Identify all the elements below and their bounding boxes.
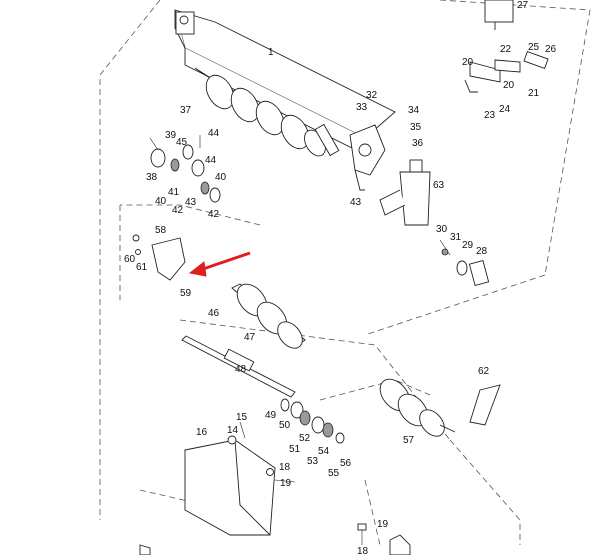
callout-35: 35	[410, 122, 422, 133]
callout-1: 1	[268, 47, 274, 58]
callout-21: 21	[528, 88, 540, 99]
callout-20a: 20	[462, 57, 474, 68]
callout-43a: 43	[185, 197, 197, 208]
guard-plate	[132, 234, 186, 281]
callout-49: 49	[265, 410, 277, 421]
callout-33: 33	[356, 102, 368, 113]
callout-34: 34	[408, 105, 420, 116]
callout-25: 25	[528, 42, 540, 53]
callout-29: 29	[462, 240, 474, 251]
callout-58: 58	[155, 225, 167, 236]
callout-60: 60	[124, 254, 136, 265]
vertical-spout	[379, 159, 431, 226]
callout-63: 63	[433, 180, 445, 191]
callout-24: 24	[499, 104, 511, 115]
callout-19b: 19	[377, 519, 389, 530]
upper-auger	[194, 67, 340, 157]
callout-55: 55	[328, 468, 340, 479]
callout-42a: 42	[172, 205, 184, 216]
callout-27: 27	[517, 0, 529, 11]
callout-42b: 42	[208, 209, 220, 220]
callout-47: 47	[244, 332, 256, 343]
callout-30: 30	[436, 224, 448, 235]
callout-62: 62	[478, 366, 490, 377]
callout-59: 59	[180, 288, 192, 299]
callout-45: 45	[176, 137, 188, 148]
callout-18a: 18	[279, 462, 291, 473]
outlet-auger	[379, 378, 501, 437]
callout-57: 57	[403, 435, 415, 446]
callout-22: 22	[500, 44, 512, 55]
callout-43b: 43	[350, 197, 362, 208]
callout-39: 39	[165, 130, 177, 141]
callout-52: 52	[299, 433, 311, 444]
shaft-collar-parts	[439, 239, 490, 286]
callout-37: 37	[180, 105, 192, 116]
auger-housing	[174, 9, 396, 153]
callout-16: 16	[196, 427, 208, 438]
callout-44a: 44	[208, 128, 220, 139]
callout-44b: 44	[205, 155, 217, 166]
gearbox-bracket	[349, 124, 386, 191]
callout-40a: 40	[215, 172, 227, 183]
callout-23: 23	[484, 110, 496, 121]
callout-51: 51	[289, 444, 301, 455]
mount-bracket	[184, 421, 296, 536]
callout-50: 50	[279, 420, 291, 431]
callout-32: 32	[366, 90, 378, 101]
callout-labels: 27 1 22 25 26 20 20 21 23 24 32 33 34 35…	[124, 0, 557, 555]
callout-18b: 18	[357, 546, 369, 555]
callout-41: 41	[168, 187, 180, 198]
callout-53: 53	[307, 456, 319, 467]
callout-54: 54	[318, 446, 330, 457]
highlight-arrow	[188, 251, 251, 277]
callout-56: 56	[340, 458, 352, 469]
callout-61: 61	[136, 262, 148, 273]
bearing-cluster	[149, 135, 221, 203]
lower-auger	[231, 283, 306, 349]
callout-14: 14	[227, 425, 239, 436]
callout-48: 48	[235, 364, 247, 375]
callout-28: 28	[476, 246, 488, 257]
linkage-assembly	[464, 0, 549, 93]
bearing-stack	[280, 398, 345, 444]
callout-20b: 20	[503, 80, 515, 91]
callout-15: 15	[236, 412, 248, 423]
callout-40b: 40	[155, 196, 167, 207]
drive-shaft	[181, 335, 296, 398]
callout-26: 26	[545, 44, 557, 55]
callout-31: 31	[450, 232, 462, 243]
callout-38: 38	[146, 172, 158, 183]
lower-bolts	[139, 523, 411, 555]
callout-36: 36	[412, 138, 424, 149]
callout-19a: 19	[280, 478, 292, 489]
callout-46: 46	[208, 308, 220, 319]
